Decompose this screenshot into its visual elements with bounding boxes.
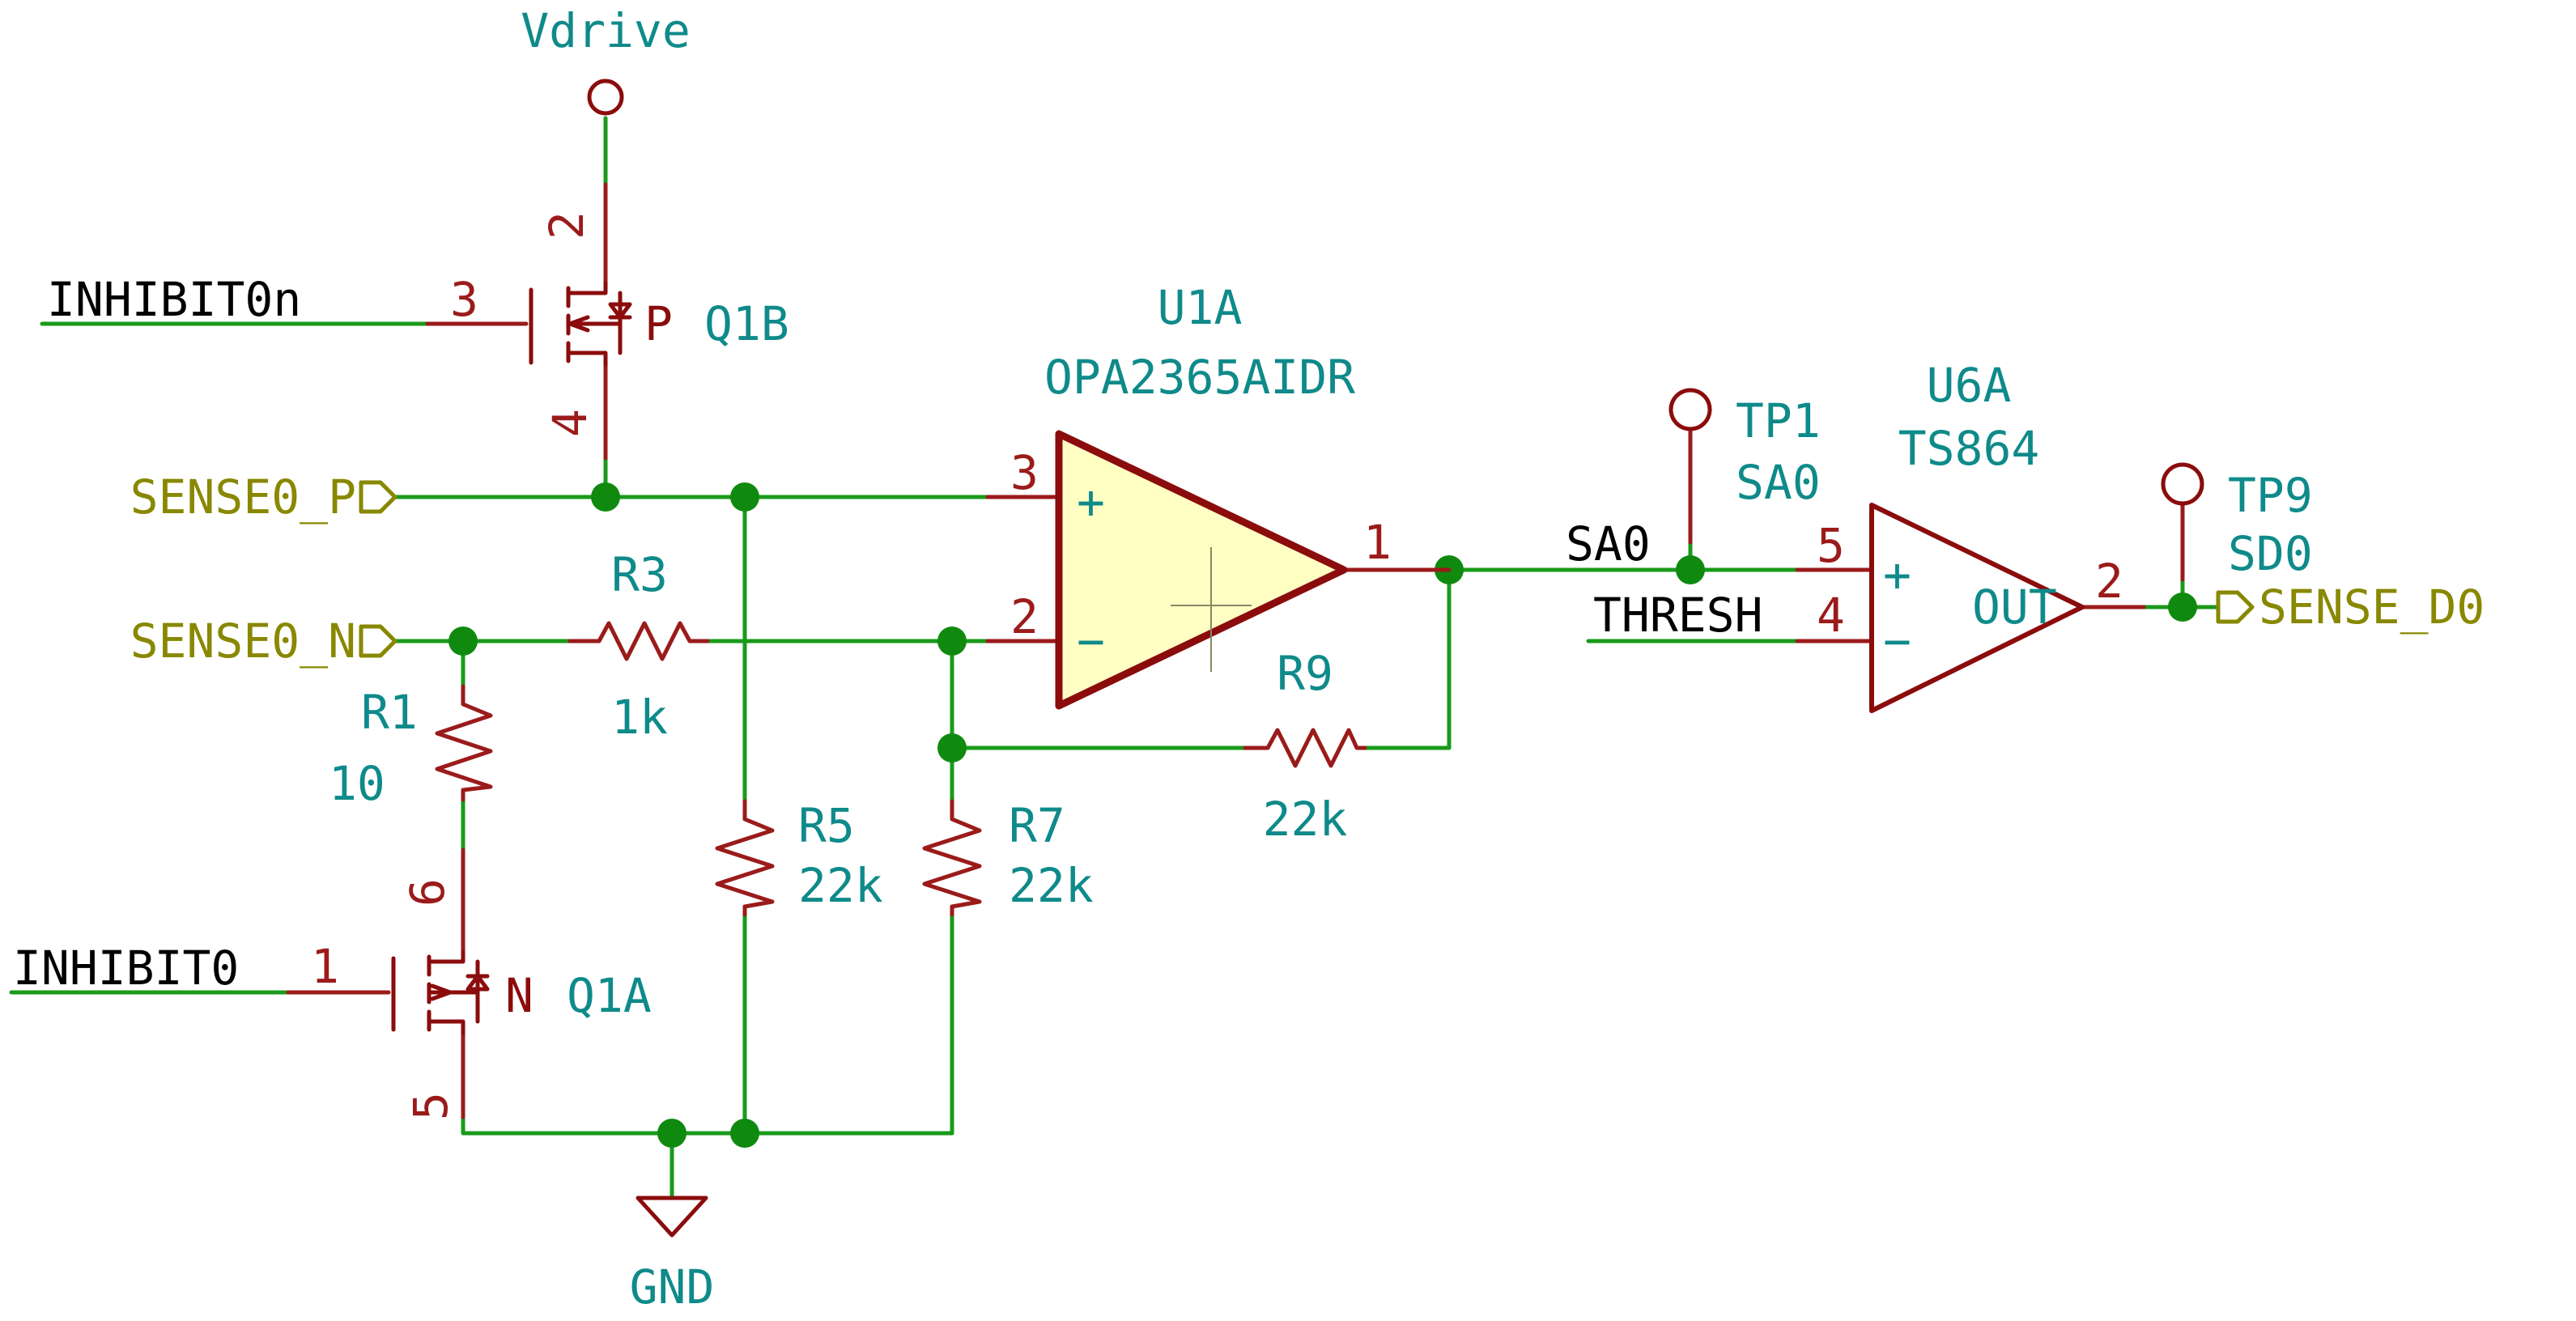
junction-sense0n-r1 (448, 627, 478, 656)
junction-q1b-sense0p (591, 482, 620, 512)
r7-resistor: R7 22k (922, 798, 1094, 917)
q1b-ref: Q1B (704, 296, 789, 351)
tp1-circle (1668, 388, 1712, 431)
tp1-ref: TP1 (1736, 393, 1821, 448)
hlabel-sense0-p-text: SENSE0_P (130, 469, 356, 525)
r1-body (435, 684, 493, 802)
q1a-body (427, 949, 490, 1035)
junction-r5-bottom (730, 1119, 759, 1148)
r1-resistor: R1 10 (329, 684, 493, 811)
u6a-out-label: OUT (1972, 580, 2057, 635)
r5-body (715, 799, 775, 917)
r5-resistor: R5 22k (715, 798, 883, 917)
junction-tp1 (1676, 555, 1705, 584)
r7-body (922, 799, 982, 917)
junction-tp9 (2168, 593, 2197, 622)
u1a-pin-minus: 2 (1010, 589, 1039, 644)
q1b-type: P (644, 296, 673, 351)
vdrive-circle (587, 79, 624, 116)
u6a-comparator: + − OUT 5 4 2 U6A TS864 (1795, 358, 2146, 713)
q1a-pin-source: 5 (403, 1092, 458, 1120)
r9-resistor: R9 22k (1243, 646, 1367, 847)
net-label-thresh: THRESH (1593, 588, 1763, 643)
gnd-power-symbol: GND (630, 1196, 715, 1315)
u1a-value: OPA2365AIDR (1044, 350, 1355, 405)
u6a-minus-sign: − (1883, 614, 1911, 669)
gnd-triangle (635, 1196, 708, 1238)
r9-body (1243, 728, 1367, 768)
u6a-plus-sign: + (1883, 547, 1911, 602)
r5-ref: R5 (798, 798, 855, 853)
q1b-pin-drain: 2 (539, 211, 594, 240)
tp9-value: SD0 (2228, 526, 2313, 581)
net-label-inhibit0n: INHIBIT0n (47, 272, 301, 327)
u6a-triangle (1869, 503, 2085, 713)
u6a-value: TS864 (1898, 421, 2040, 476)
u6a-pin-out: 2 (2095, 554, 2123, 609)
wire-r9-right (1362, 567, 1452, 750)
r3-ref: R3 (611, 547, 668, 602)
junction-gnd (657, 1119, 687, 1148)
hlabel-sense-d0-text: SENSE_D0 (2259, 580, 2485, 635)
u1a-ref: U1A (1158, 280, 1243, 335)
u1a-triangle (1055, 430, 1348, 710)
r9-value: 22k (1263, 792, 1348, 847)
q1a-transistor: 6 1 5 N Q1A (286, 847, 652, 1120)
u6a-pin-minus: 4 (1817, 588, 1845, 643)
r7-ref: R7 (1009, 798, 1065, 853)
u1a-center-cross (1171, 547, 1252, 672)
u6a-pin-plus: 5 (1817, 518, 1845, 573)
r3-value: 1k (611, 690, 668, 745)
tp9-ref: TP9 (2228, 468, 2313, 523)
u1a-opamp: + − 3 2 1 U1A OPA2365AIDR (985, 280, 1452, 710)
q1b-body (566, 281, 632, 367)
hlabel-sense0-p: SENSE0_P (130, 469, 397, 525)
hlabel-sense-d0: SENSE_D0 (2216, 580, 2485, 635)
q1a-pin-gate: 1 (311, 939, 339, 994)
net-label-inhibit0: INHIBIT0 (13, 941, 239, 996)
u1a-plus-sign: + (1077, 474, 1105, 529)
tp9-circle (2161, 462, 2204, 506)
u6a-ref: U6A (1927, 358, 2012, 413)
q1b-pin-gate: 3 (450, 272, 478, 327)
q1a-ref: Q1A (567, 968, 652, 1023)
junction-r7-r9 (937, 733, 967, 762)
u1a-minus-sign: − (1077, 614, 1105, 669)
q1a-type: N (505, 968, 533, 1023)
u1a-pin-plus: 3 (1010, 445, 1039, 500)
r7-value: 22k (1009, 858, 1094, 913)
q1a-pin-drain: 6 (400, 878, 455, 907)
hlabel-sense0-n-arrow (359, 624, 397, 658)
vdrive-label: Vdrive (521, 3, 691, 58)
r1-value: 10 (329, 756, 385, 811)
hlabel-sense0-n: SENSE0_N (130, 614, 397, 669)
junction-r5-top (730, 482, 759, 512)
tp1-testpoint: TP1 SA0 (1668, 388, 1821, 545)
r3-resistor: R3 1k (567, 547, 710, 745)
wires (9, 116, 2221, 1200)
tp1-value: SA0 (1736, 455, 1821, 510)
junction-minus-r7 (937, 627, 967, 656)
tp9-testpoint: TP9 SD0 (2161, 462, 2313, 582)
q1b-transistor: 2 3 4 P Q1B (425, 182, 789, 461)
wire-gnd-bus (461, 1115, 954, 1136)
r5-value: 22k (798, 858, 883, 913)
q1b-pin-source: 4 (542, 409, 597, 437)
vdrive-power-symbol: Vdrive (521, 3, 691, 116)
r9-ref: R9 (1277, 646, 1333, 701)
r3-body (567, 621, 710, 661)
hlabel-sense0-p-arrow (359, 480, 397, 514)
u1a-pin-out: 1 (1363, 515, 1392, 570)
hlabel-sense0-n-text: SENSE0_N (130, 614, 356, 669)
hlabel-sense-d0-arrow (2216, 590, 2255, 624)
gnd-label: GND (630, 1259, 715, 1315)
r1-ref: R1 (361, 685, 418, 740)
net-label-sa0: SA0 (1566, 516, 1651, 571)
